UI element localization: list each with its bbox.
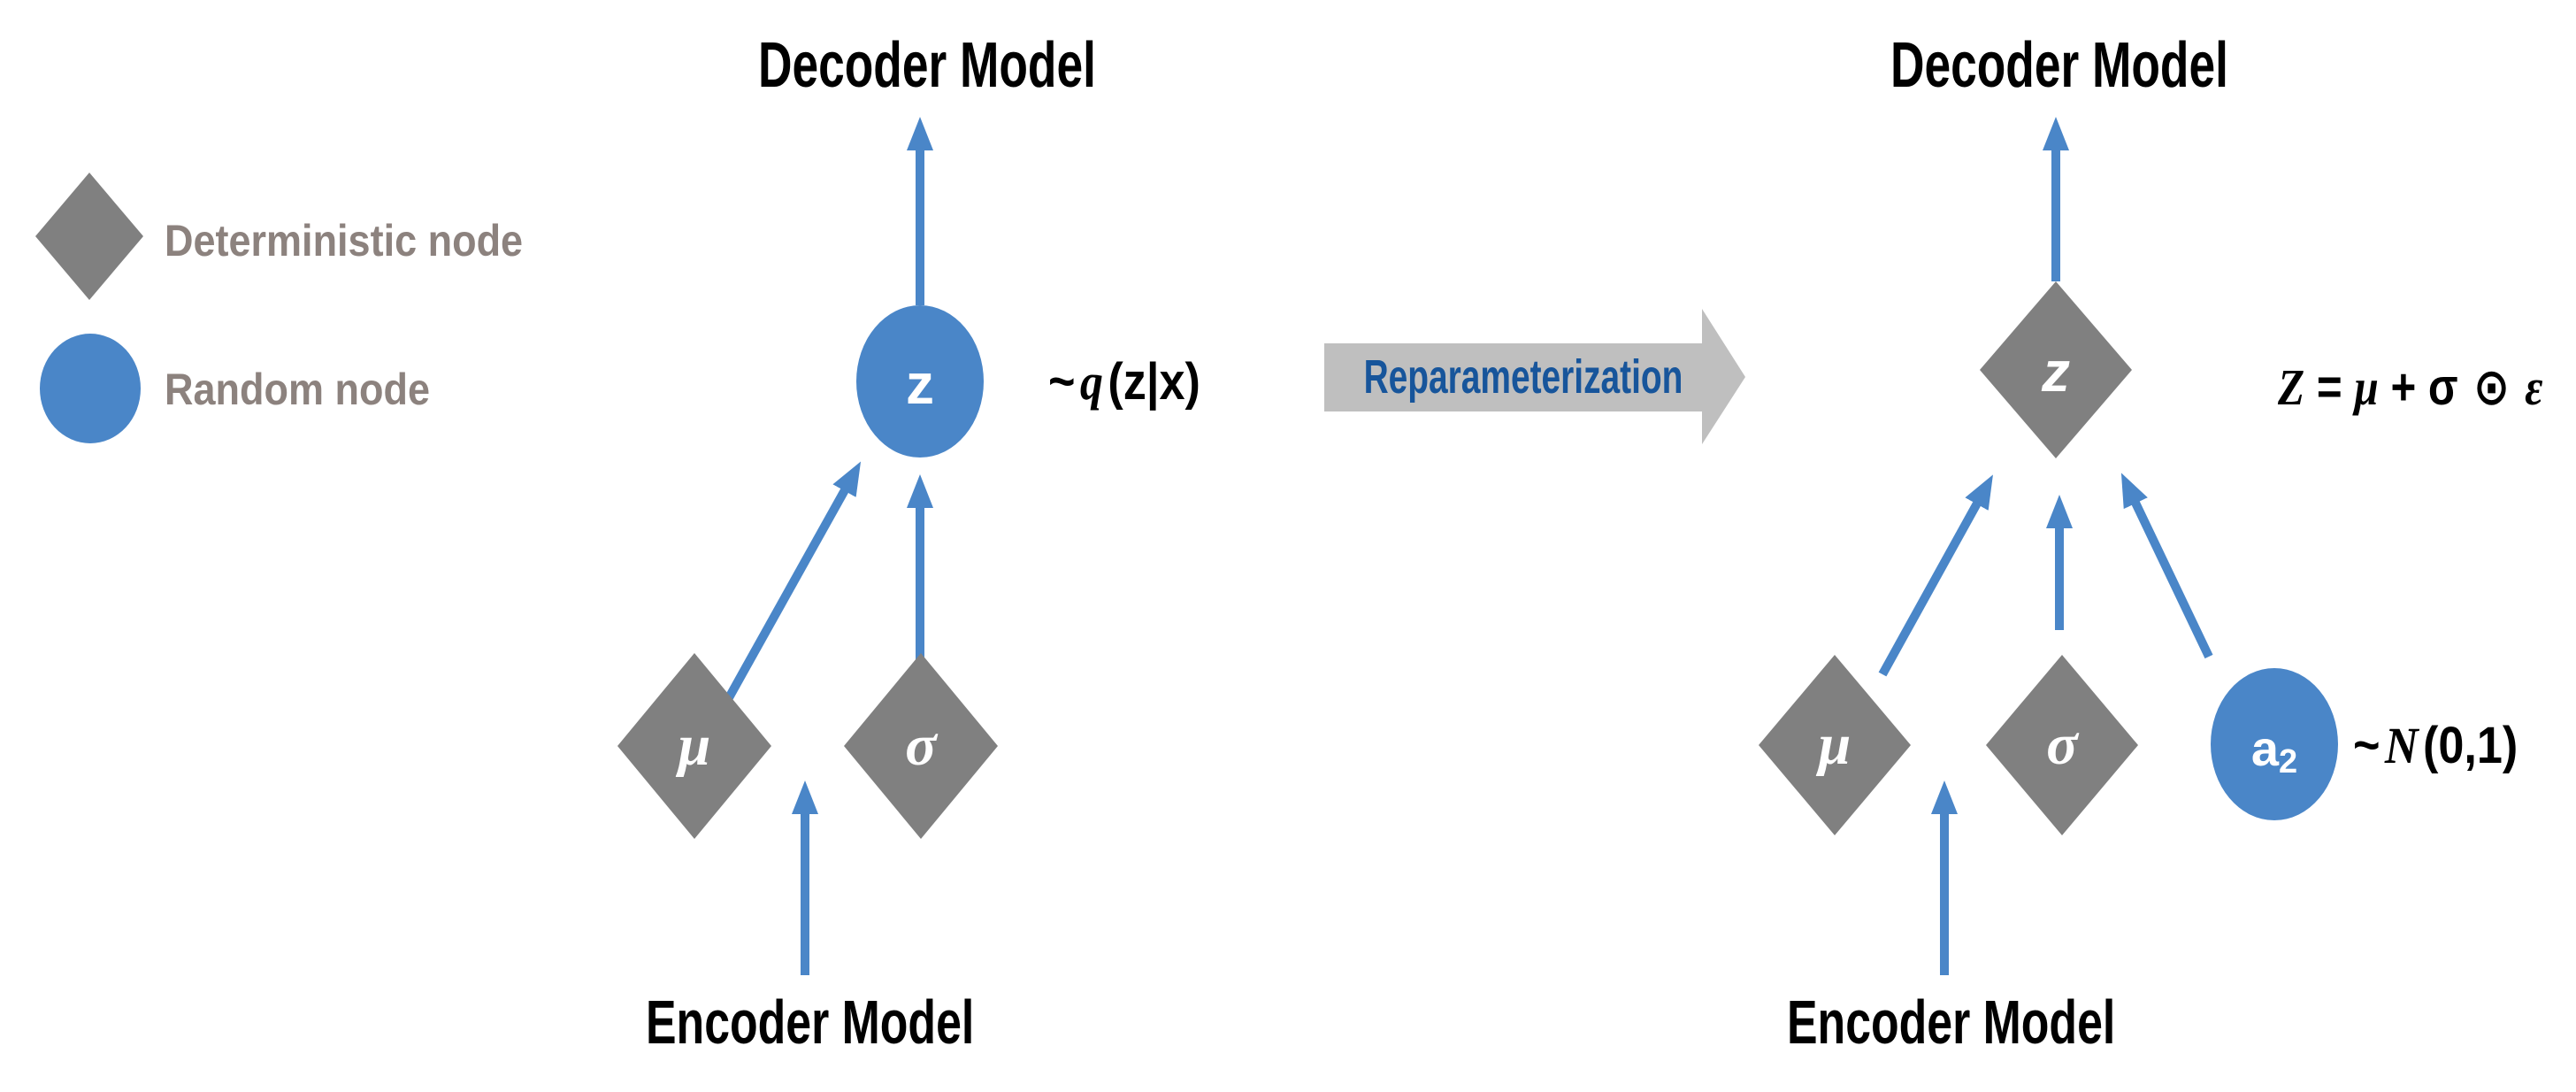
legend-random-label: Random node <box>165 365 430 414</box>
q-distribution-args: (z|x) <box>1108 353 1200 411</box>
left-sigma-node-diamond <box>844 653 998 839</box>
eps-node-subscript: 2 <box>2279 742 2298 781</box>
right-eps-node-ellipse <box>2211 668 2338 820</box>
formula-epsilon: ε <box>2525 358 2543 416</box>
right-z-node-label: z <box>2042 340 2070 404</box>
formula-z: Z <box>2278 358 2305 416</box>
right-eps-distribution-annotation: ~N(0,1) <box>2353 706 2518 786</box>
right-eps-node-label: a 2 <box>2211 704 2338 792</box>
right-arrow-mu-to-z <box>1878 474 1993 677</box>
right-mu-node-diamond <box>1759 655 1911 835</box>
left-mu-node-diamond <box>617 653 771 839</box>
left-mu-node-label: μ <box>678 713 711 778</box>
right-mu-node-label: μ <box>1818 712 1852 777</box>
left-sigma-node-label: σ <box>905 713 937 778</box>
right-decoder-model-title: Decoder Model <box>1890 30 2228 101</box>
right-encoder-model-title: Encoder Model <box>1787 988 2116 1057</box>
formula-plus: + <box>2378 358 2428 416</box>
legend-deterministic-diamond-icon <box>35 173 143 300</box>
left-z-distribution-annotation: ~q(z|x) <box>1048 342 1200 422</box>
tilde-symbol: ~ <box>2353 717 2380 774</box>
normal-distribution-symbol: N <box>2384 717 2419 774</box>
right-arrow-eps-to-z <box>2120 473 2213 659</box>
right-sigma-node-diamond <box>1986 655 2138 835</box>
formula-mu: μ <box>2354 358 2379 416</box>
legend-random-ellipse-icon <box>40 334 141 443</box>
formula-equals: = <box>2304 358 2355 416</box>
left-decoder-model-title: Decoder Model <box>758 30 1096 101</box>
left-z-node-label: z <box>906 352 934 416</box>
normal-distribution-args: (0,1) <box>2422 717 2518 774</box>
left-z-node-ellipse <box>856 305 984 458</box>
tilde-symbol: ~ <box>1048 353 1076 411</box>
q-distribution-symbol: q <box>1079 353 1103 411</box>
left-encoder-model-title: Encoder Model <box>646 988 975 1057</box>
reparameterization-formula: Z = μ + σ ⊙ ε <box>2278 347 2543 427</box>
formula-odot: ⊙ <box>2457 357 2526 417</box>
reparameterization-arrow-shape <box>1324 309 1745 444</box>
legend-deterministic-label: Deterministic node <box>165 216 524 265</box>
right-sigma-node-label: σ <box>2046 712 2078 777</box>
eps-node-base: a <box>2250 719 2279 776</box>
reparameterization-arrow-label: Reparameterization <box>1363 350 1683 404</box>
left-arrow-mu-to-z <box>723 461 862 704</box>
right-z-node-diamond <box>1980 281 2132 458</box>
formula-sigma: σ <box>2427 358 2458 416</box>
